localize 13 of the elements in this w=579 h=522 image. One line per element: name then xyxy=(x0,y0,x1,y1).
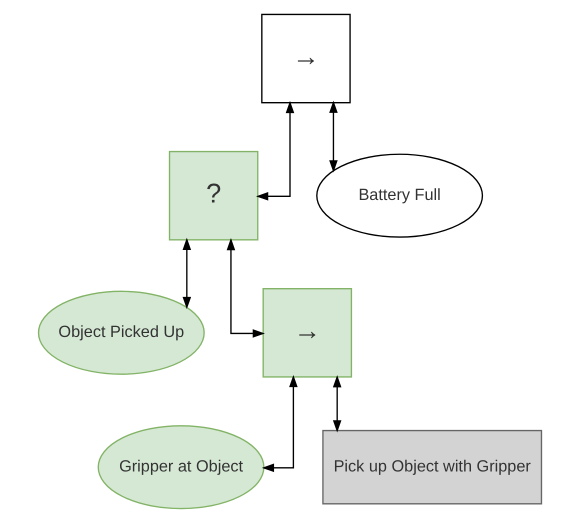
arrow xyxy=(261,374,298,472)
node-ellipse: Object Picked Up xyxy=(37,290,204,374)
arrow xyxy=(182,237,191,309)
node-box: → xyxy=(262,287,352,378)
node-box: → xyxy=(260,13,350,103)
node-box: Pick up Object with Gripper xyxy=(322,429,542,504)
arrow xyxy=(226,237,264,338)
node-ellipse: Gripper at Object xyxy=(97,424,264,509)
arrow xyxy=(332,374,341,432)
node-box: ? xyxy=(168,150,258,240)
arrow xyxy=(256,100,294,200)
node-ellipse: Battery Full xyxy=(316,153,483,238)
arrow xyxy=(328,100,338,172)
